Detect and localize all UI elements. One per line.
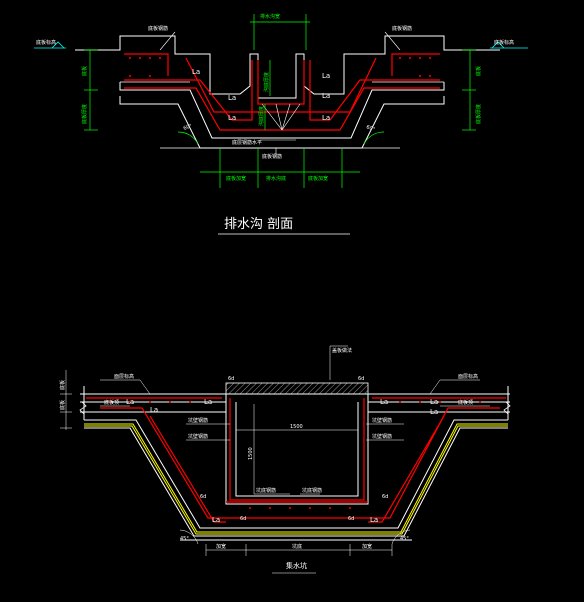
sump-leaders (100, 379, 490, 495)
lap-label-4: La (322, 72, 330, 80)
sump-lap-3: La (380, 398, 388, 406)
ditch-title: 排水沟 剖面 (224, 217, 293, 232)
ditch-slope-left: 60° (183, 123, 194, 132)
ditch-leaders (159, 31, 401, 155)
ditch-right-label: 底板标高 (494, 39, 514, 46)
sump-break-symbols (79, 401, 511, 415)
sump-6d-4: 6d (382, 494, 388, 500)
sump-slope-left: 45° (180, 536, 189, 542)
sump-left-top-label-1: 面层标高 (114, 373, 134, 380)
ditch-left-dim-2: 底板厚度 (81, 104, 88, 124)
ditch-right-beam-label: 底板钢筋 (392, 25, 412, 32)
sump-depth-dim: 1500 (248, 447, 254, 460)
ditch-inner-dim-1: 沟底厚度 (263, 72, 270, 92)
sump-cover-plate (225, 382, 369, 395)
sump-lap-7: La (212, 516, 220, 524)
sump-left-rebar-2: 坑壁钢筋 (188, 433, 208, 440)
sump-lap-5: La (150, 406, 158, 414)
sump-title: 集水坑 (286, 561, 307, 570)
ditch-section: 排水沟宽 底板标高 底板标高 底板钢筋 底板钢筋 La La La La La … (34, 13, 528, 235)
lap-label-6: La (322, 114, 330, 122)
sump-bottom-note-2: 坑底钢筋 (302, 487, 322, 494)
ditch-bottom-dim-1: 底板加宽 (226, 175, 246, 182)
sump-section: 盖板做法 面层标高 底板顶 面层标高 底板顶 6d 6d 6d 6d 6d 6d… (59, 345, 511, 574)
sump-lap-2: La (204, 398, 212, 406)
ditch-dimension-lines (84, 14, 476, 188)
ditch-right-dim-2: 底板厚度 (475, 104, 482, 124)
ditch-left-label: 底板标高 (36, 39, 56, 46)
sump-bottom-dim-3: 加宽 (362, 543, 372, 550)
sump-6d-5: 6d (240, 516, 246, 522)
ditch-left-beam-label: 底板钢筋 (148, 25, 168, 32)
sump-bottom-dim-2: 坑底 (292, 543, 302, 550)
sump-lap-8: La (370, 516, 378, 524)
sump-bottom-note: 坑底钢筋 (256, 487, 276, 494)
sump-rebar (86, 397, 506, 523)
lap-label-1: La (192, 68, 200, 76)
ditch-note-1: 底层钢筋水平 (232, 139, 262, 146)
sump-right-rebar-1: 坑壁钢筋 (372, 417, 392, 424)
sump-slab-outline (80, 386, 510, 541)
sump-right-top-label-2: 底板顶 (458, 399, 473, 406)
lap-label-2: La (228, 94, 236, 102)
sump-bottom-dim-1: 加宽 (216, 543, 226, 550)
ditch-right-dim-1: 底板 (475, 66, 482, 76)
ditch-rebar-dots (129, 57, 431, 77)
sump-waterproof-layer (84, 423, 508, 535)
ditch-note-2: 底板钢筋 (262, 153, 282, 160)
ditch-bottom-outline (119, 82, 445, 139)
ditch-slab-outline (75, 35, 500, 99)
sump-lap-6: La (430, 408, 438, 416)
ditch-rebar (124, 53, 440, 131)
sump-left-dim-1: 底板 (59, 380, 66, 390)
ditch-bottom-dim-3: 底板加宽 (308, 175, 328, 182)
ditch-left-elevation-symbol (34, 41, 66, 49)
ditch-right-elevation-symbol (490, 41, 528, 49)
sump-cover-label: 盖板做法 (332, 347, 352, 354)
lap-label-5: La (322, 92, 330, 100)
sump-width-dim: 1500 (290, 424, 303, 430)
sump-left-rebar-1: 坑壁钢筋 (188, 417, 208, 424)
sump-right-rebar-2: 坑壁钢筋 (372, 433, 392, 440)
ditch-top-dim: 排水沟宽 (260, 13, 280, 20)
sump-dimension-lines (60, 345, 411, 556)
ditch-slope-right: 60° (365, 124, 376, 133)
ditch-bottom-dim-2: 排水沟底 (266, 175, 286, 182)
sump-6d-1: 6d (228, 376, 234, 382)
sump-right-top-label-1: 面层标高 (458, 373, 478, 380)
ditch-inner-dim-2: 沟底厚度 (258, 106, 265, 126)
sump-rebar-dots (109, 401, 481, 509)
sump-slope-right: 45° (400, 536, 409, 542)
sump-6d-6: 6d (348, 516, 354, 522)
sump-lap-4: La (430, 398, 438, 406)
sump-left-dim-2: 底板 (59, 400, 66, 410)
sump-lap-1: La (126, 398, 134, 406)
sump-6d-3: 6d (200, 494, 206, 500)
sump-6d-2: 6d (358, 376, 364, 382)
ditch-left-dim-1: 底板 (81, 66, 88, 76)
sump-left-top-label-2: 底板顶 (104, 399, 119, 406)
lap-label-3: La (228, 114, 236, 122)
